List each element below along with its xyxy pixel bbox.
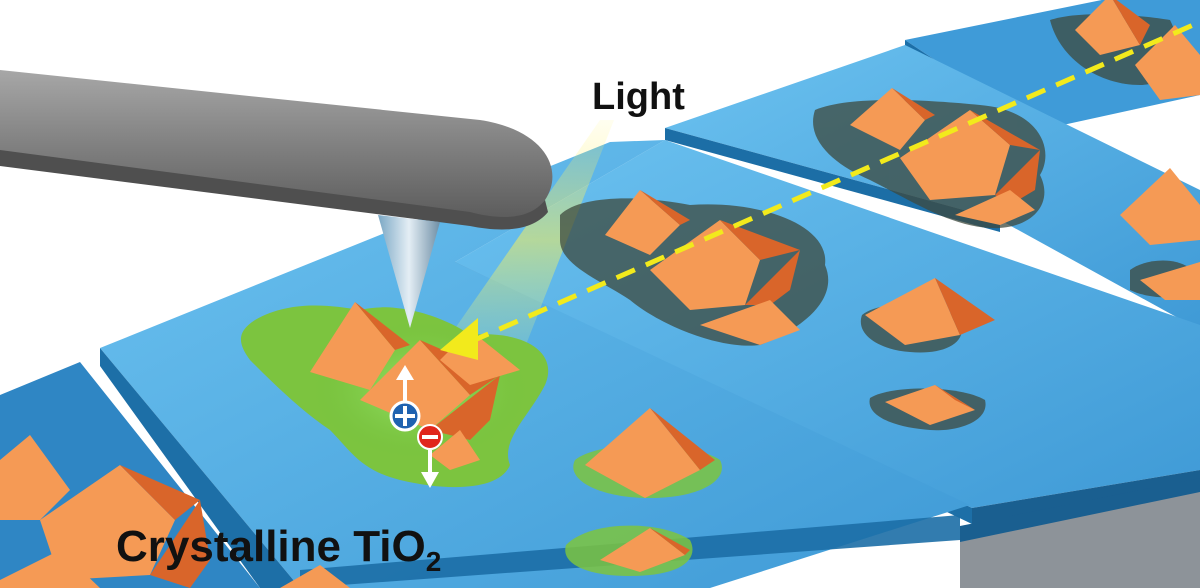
light-path-dashed — [468, 19, 1200, 345]
charge-separation — [389, 365, 443, 488]
light-label: Light — [592, 76, 685, 118]
substrate-base — [960, 488, 1200, 588]
afm-probe — [0, 70, 553, 328]
light-arrowhead — [440, 318, 478, 360]
material-label: Crystalline TiO2 — [116, 522, 441, 578]
probe-tip — [378, 215, 440, 328]
electron-arrow — [421, 472, 439, 488]
hole-arrow — [396, 365, 414, 380]
light-beam — [440, 120, 614, 360]
crystal-pyramid — [865, 278, 960, 345]
material-label-main: Crystalline TiO — [116, 522, 426, 571]
probe-cantilever — [0, 70, 553, 220]
material-label-subscript: 2 — [425, 546, 442, 577]
